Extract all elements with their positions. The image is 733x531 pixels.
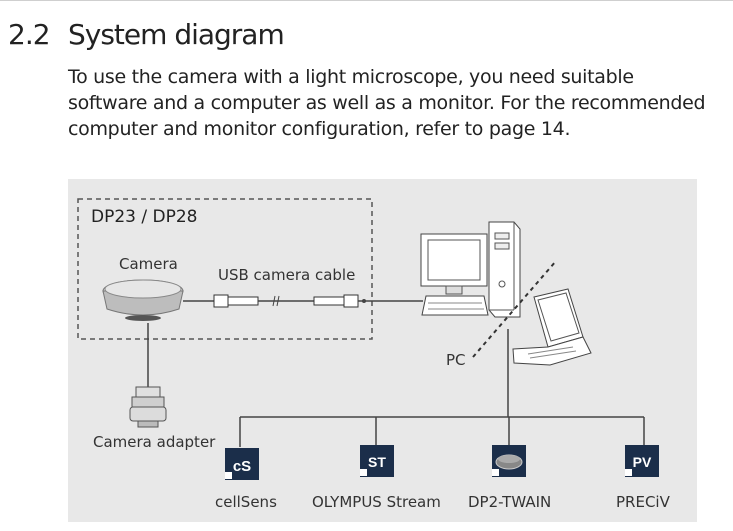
software-label-dp2-twain: DP2-TWAIN bbox=[468, 493, 552, 511]
section-number: 2.2 bbox=[8, 18, 51, 51]
software-label-cellsens: cellSens bbox=[215, 493, 277, 511]
cable-label: USB camera cable bbox=[218, 266, 356, 284]
camera-label: Camera bbox=[119, 255, 178, 273]
pc-label: PC bbox=[446, 351, 466, 369]
section-paragraph: To use the camera with a light microscop… bbox=[68, 66, 706, 140]
desktop-pc-icon bbox=[420, 221, 521, 318]
software-label-olympus-stream: OLYMPUS Stream bbox=[312, 493, 441, 511]
adapter-label: Camera adapter bbox=[93, 433, 216, 451]
camera-icon bbox=[102, 279, 184, 321]
usb-cable-icon bbox=[183, 294, 423, 308]
top-rule bbox=[0, 0, 733, 1]
dp-box-outline bbox=[77, 198, 373, 340]
laptop-icon bbox=[512, 288, 592, 366]
preciv-icon: PV bbox=[625, 445, 659, 477]
software-label-preciv: PRECiV bbox=[616, 493, 670, 511]
diagram-drawing: cS ST PV bbox=[77, 198, 659, 480]
cellsens-icon: cS bbox=[225, 448, 259, 480]
section-title: System diagram bbox=[68, 18, 285, 51]
svg-text:cS: cS bbox=[233, 458, 251, 475]
svg-text:ST: ST bbox=[368, 454, 386, 470]
dp-box-title: DP23 / DP28 bbox=[91, 207, 198, 227]
svg-text:PV: PV bbox=[633, 454, 652, 470]
camera-adapter-icon bbox=[129, 386, 167, 428]
olympus-stream-icon: ST bbox=[360, 445, 394, 477]
system-diagram: cS ST PV DP23 / DP28 Camera USB camera c… bbox=[68, 179, 697, 522]
dp2-twain-icon bbox=[492, 445, 526, 477]
pc-divider bbox=[472, 260, 557, 358]
